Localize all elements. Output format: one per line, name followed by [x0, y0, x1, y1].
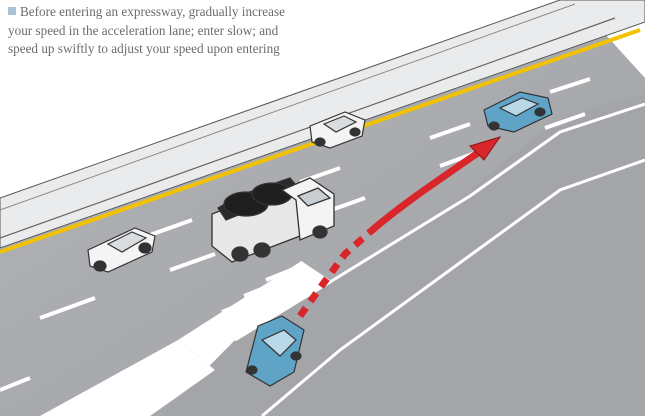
white-car-left	[87, 227, 156, 273]
merge-path-arrow-icon	[297, 136, 502, 319]
caption: Before entering an expressway, gradually…	[8, 3, 328, 59]
caption-line-1: Before entering an expressway, gradually…	[8, 3, 328, 22]
bullet-square-icon	[8, 7, 16, 15]
gore-chevrons	[199, 267, 300, 332]
white-car-top	[309, 111, 366, 149]
barrier-bottom-edge	[0, 17, 616, 239]
barrier-top-edge	[0, 3, 576, 211]
roadside-area	[40, 340, 215, 416]
lane-markings	[0, 77, 591, 392]
caption-line-3: speed up swiftly to adjust your speed up…	[8, 41, 280, 56]
blue-car-ramp	[245, 315, 305, 387]
blue-car-merged	[483, 91, 553, 133]
gore-area	[178, 262, 330, 370]
caption-line-2: your speed in the acceleration lane; ent…	[8, 22, 279, 38]
dump-truck	[211, 177, 335, 263]
caption-line-1-text: Before entering an expressway, gradually…	[20, 4, 285, 19]
